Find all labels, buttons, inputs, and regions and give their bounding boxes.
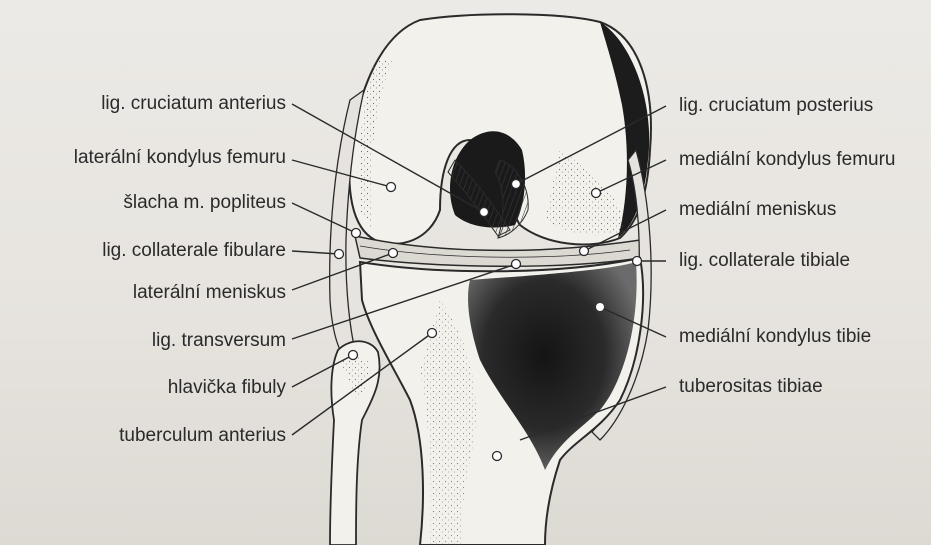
femur — [349, 14, 651, 244]
label-hlavicka-fibuly: hlavička fibuly — [168, 377, 286, 399]
label-medialni-kondylus-tibie: mediální kondylus tibie — [679, 326, 871, 348]
tibia — [360, 258, 643, 545]
label-lig-cruciatum-posterius: lig. cruciatum posterius — [679, 95, 873, 117]
label-medialni-kondylus-femuru: mediální kondylus femuru — [679, 149, 896, 171]
label-lig-collaterale-fibulare: lig. collaterale fibulare — [102, 240, 286, 262]
label-lig-collaterale-tibiale: lig. collaterale tibiale — [679, 250, 850, 272]
label-medialni-meniskus: mediální meniskus — [679, 199, 836, 221]
label-tuberculum-anterius: tuberculum anterius — [119, 425, 286, 447]
label-lig-transversum: lig. transversum — [152, 330, 286, 352]
label-lig-cruciatum-anterius: lig. cruciatum anterius — [101, 93, 286, 115]
label-tuberositas-tibiae: tuberositas tibiae — [679, 376, 823, 398]
label-lateralni-kondylus-femuru: laterální kondylus femuru — [74, 147, 286, 169]
label-slacha-m-popliteus: šlacha m. popliteus — [123, 192, 286, 214]
fibula — [330, 341, 380, 545]
label-lateralni-meniskus: laterální meniskus — [133, 282, 286, 304]
